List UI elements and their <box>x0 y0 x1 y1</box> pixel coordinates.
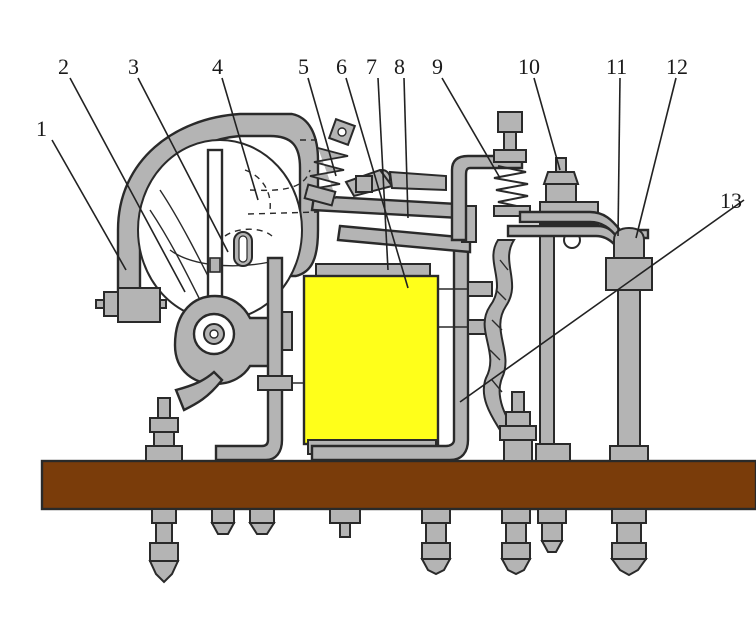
contact-arm <box>450 154 524 242</box>
label-7: 7 <box>366 54 377 79</box>
armature-lever <box>310 194 477 254</box>
label-6: 6 <box>336 54 347 79</box>
coil <box>302 263 440 455</box>
yoke-bolt <box>95 287 167 323</box>
label-10: 10 <box>518 54 540 79</box>
linkage <box>344 168 447 198</box>
bottom-bolts <box>148 508 648 584</box>
spring-5 <box>303 117 357 207</box>
label-9: 9 <box>432 54 443 79</box>
armature-disc <box>137 139 319 321</box>
adjust-screw <box>493 111 527 163</box>
shaft <box>206 148 224 312</box>
label-8: 8 <box>394 54 405 79</box>
label-5: 5 <box>298 54 309 79</box>
right-bracket <box>310 238 470 462</box>
left-stud <box>145 397 183 462</box>
number-labels: 1 2 3 4 5 6 7 8 9 10 11 12 13 <box>36 54 742 213</box>
label-1: 1 <box>36 116 47 141</box>
terminal-stud <box>499 391 537 462</box>
label-4: 4 <box>212 54 223 79</box>
label-13: 13 <box>720 188 742 213</box>
base-plate <box>40 459 756 511</box>
label-11: 11 <box>606 54 627 79</box>
label-2: 2 <box>58 54 69 79</box>
leader-lines <box>51 77 745 403</box>
label-3: 3 <box>128 54 139 79</box>
label-12: 12 <box>666 54 688 79</box>
left-bracket <box>214 256 284 462</box>
post-11 <box>605 226 653 462</box>
flex-braid <box>482 239 516 431</box>
moving-contact <box>518 210 650 240</box>
spring-9 <box>493 165 529 209</box>
